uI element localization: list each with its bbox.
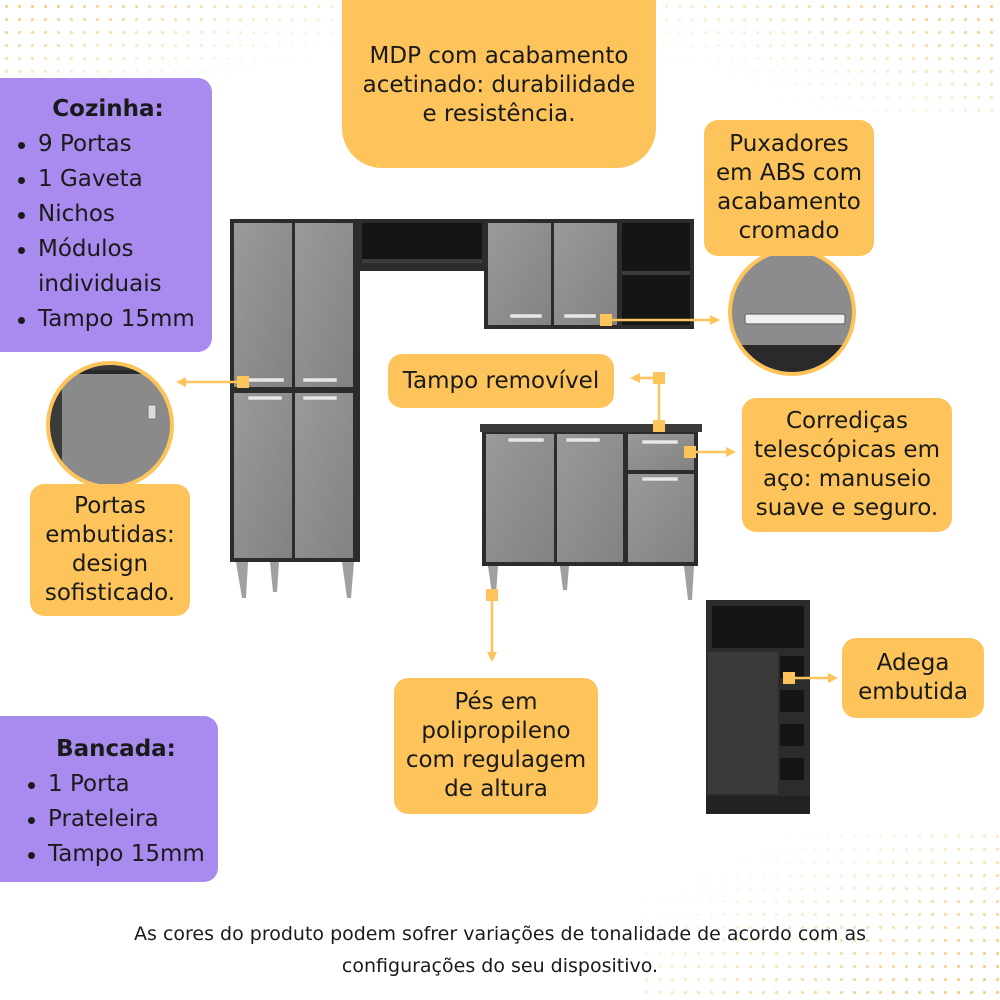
portas-line-3: design — [71, 551, 149, 577]
cozinha-list: 9 Portas 1 Gaveta Nichos Módulos individ… — [14, 127, 202, 337]
list-item: 9 Portas — [14, 127, 202, 162]
upper-cabinet — [484, 219, 694, 329]
cozinha-features-box: Cozinha: 9 Portas 1 Gaveta Nichos Módulo… — [0, 78, 212, 352]
tampo-info-box: Tampo removível — [388, 354, 614, 408]
portas-info-box: Portas embutidas: design sofisticado. — [30, 484, 190, 616]
pes-line-1: Pés em — [454, 689, 538, 715]
list-item: Nichos — [14, 197, 202, 232]
dots-pattern-top-left — [0, 0, 340, 90]
list-item: 1 Gaveta — [14, 162, 202, 197]
puxadores-line-3: acabamento — [717, 189, 861, 215]
corredicas-line-4: suave e seguro. — [755, 495, 939, 521]
list-item: individuais — [38, 271, 162, 297]
wine-cabinet — [706, 600, 810, 814]
cozinha-title: Cozinha: — [52, 96, 164, 122]
handle-detail-circle — [728, 248, 856, 376]
puxadores-line-2: em ABS com — [715, 160, 862, 186]
corredicas-info-box: Corrediças telescópicas em aço: manuseio… — [742, 398, 952, 532]
adega-line-1: Adega — [876, 650, 950, 676]
door-detail-circle — [46, 361, 174, 489]
color-disclaimer: As cores do produto podem sofrer variaçõ… — [60, 918, 940, 982]
puxadores-info-box: Puxadores em ABS com acabamento cromado — [704, 120, 874, 256]
mdp-line-1: MDP com acabamento — [369, 42, 629, 69]
pes-info-box: Pés em polipropileno com regulagem de al… — [394, 678, 598, 814]
tall-cabinet — [230, 219, 360, 598]
corredicas-line-2: telescópicas em — [754, 437, 940, 463]
portas-line-1: Portas — [74, 493, 146, 519]
portas-line-4: sofisticado. — [44, 580, 176, 606]
pes-line-4: de altura — [444, 776, 548, 802]
puxadores-line-4: cromado — [738, 218, 840, 244]
tampo-label: Tampo removível — [402, 367, 600, 394]
dots-pattern-top-right — [660, 0, 1000, 120]
callout-arrows — [176, 314, 838, 684]
dots-pattern-bottom-right — [640, 830, 1000, 1000]
mdp-line-2: acetinado: durabilidade — [362, 71, 636, 98]
disclaimer-line-2: configurações do seu dispositivo. — [341, 955, 659, 977]
pes-line-3: com regulagem — [405, 747, 587, 773]
list-item: Prateleira — [24, 802, 208, 837]
list-item: Tampo 15mm — [14, 302, 202, 337]
list-item: Tampo 15mm — [24, 837, 208, 872]
adega-info-box: Adega embutida — [842, 638, 984, 718]
corredicas-line-1: Corrediças — [786, 408, 908, 434]
bancada-list: 1 Porta Prateleira Tampo 15mm — [24, 767, 208, 872]
upper-niche — [358, 219, 486, 271]
list-item: 1 Porta — [24, 767, 208, 802]
disclaimer-line-1: As cores do produto podem sofrer variaçõ… — [134, 923, 866, 945]
bancada-title: Bancada: — [56, 736, 176, 762]
portas-line-2: embutidas: — [45, 522, 175, 548]
lower-cabinet — [480, 424, 702, 600]
adega-line-2: embutida — [858, 679, 968, 705]
puxadores-line-1: Puxadores — [729, 131, 849, 157]
list-item: Módulos — [14, 232, 202, 267]
mdp-line-3: e resistência. — [422, 100, 576, 127]
mdp-info-box: MDP com acabamento acetinado: durabilida… — [342, 0, 656, 168]
corredicas-line-3: aço: manuseio — [762, 466, 932, 492]
pes-line-2: polipropileno — [421, 718, 571, 744]
bancada-features-box: Bancada: 1 Porta Prateleira Tampo 15mm — [0, 716, 218, 882]
